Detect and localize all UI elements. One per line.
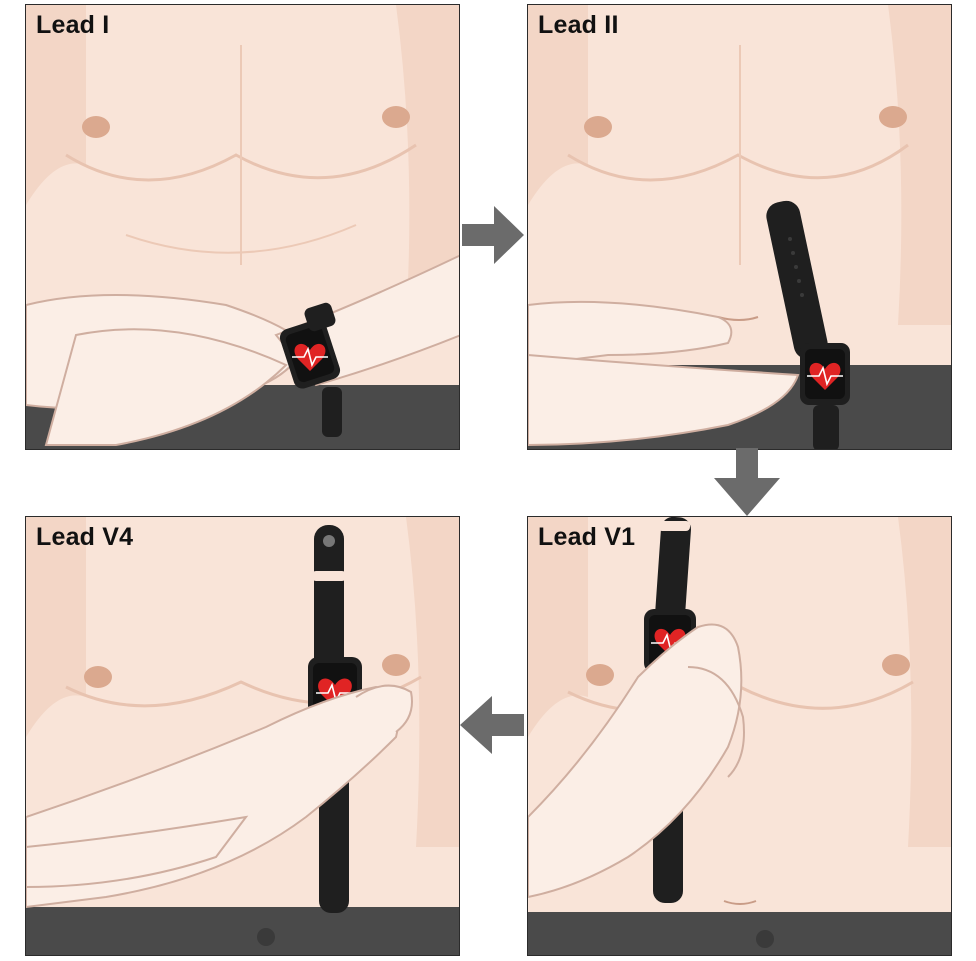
panel-label: Lead II bbox=[538, 11, 619, 40]
panel-label: Lead V1 bbox=[538, 523, 635, 552]
panel-label: Lead I bbox=[36, 11, 109, 40]
arrow-right-icon bbox=[458, 200, 528, 270]
panel-lead-v1: Lead V1 bbox=[527, 516, 952, 956]
arrow-down-icon bbox=[710, 448, 784, 518]
torso-illustration-lead-v1 bbox=[528, 517, 952, 956]
torso-illustration-lead-i bbox=[26, 5, 460, 450]
torso-illustration-lead-v4 bbox=[26, 517, 460, 956]
torso-illustration-lead-ii bbox=[528, 5, 952, 450]
panel-lead-v4: Lead V4 bbox=[25, 516, 460, 956]
panel-label: Lead V4 bbox=[36, 523, 133, 552]
panel-lead-ii: Lead II bbox=[527, 4, 952, 450]
panel-lead-i: Lead I bbox=[25, 4, 460, 450]
arrow-left-icon bbox=[456, 690, 528, 760]
